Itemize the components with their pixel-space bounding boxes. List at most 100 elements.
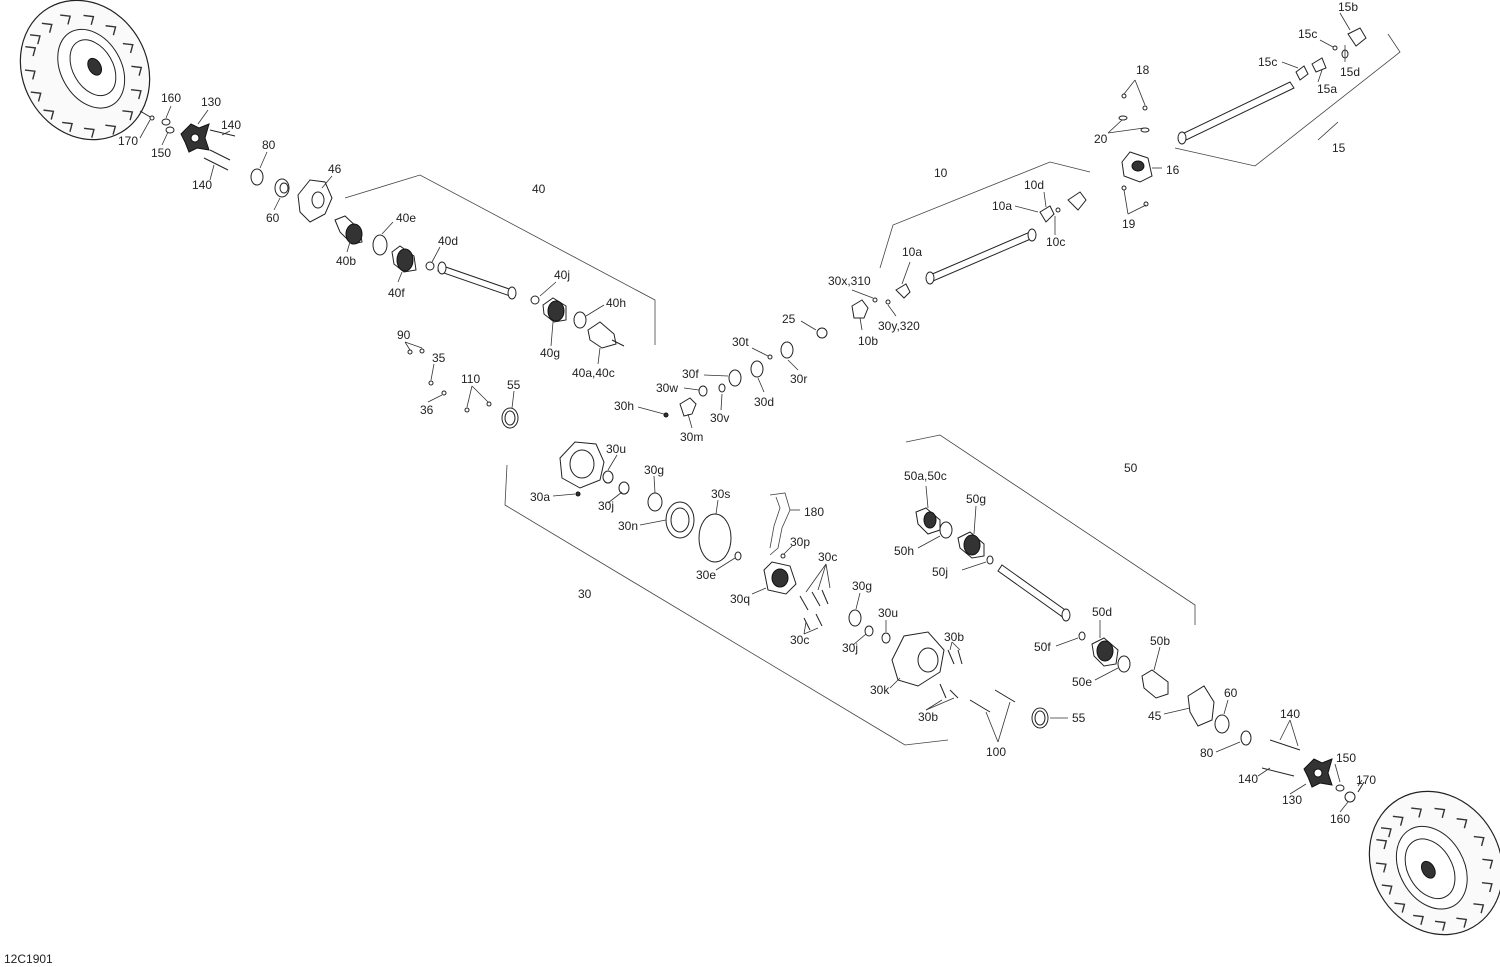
label-40a-40c: 40a,40c [572, 366, 615, 380]
label-46: 46 [328, 162, 342, 176]
group-brackets [344, 33, 1401, 746]
label-150: 150 [151, 146, 171, 160]
label-130-2: 130 [1282, 793, 1302, 807]
label-10b: 10b [858, 334, 878, 348]
label-40: 40 [532, 182, 546, 196]
label-30b-2: 30b [918, 710, 938, 724]
label-30: 30 [578, 587, 592, 601]
diagram-code: 12C1901 [4, 952, 53, 966]
label-40h: 40h [606, 296, 626, 310]
label-80: 80 [262, 138, 276, 152]
label-30x-310: 30x,310 [828, 274, 871, 288]
label-100: 100 [986, 745, 1006, 759]
label-50g: 50g [966, 492, 986, 506]
label-50e: 50e [1072, 675, 1092, 689]
label-30f: 30f [682, 367, 699, 381]
label-50h: 50h [894, 544, 914, 558]
label-40e: 40e [396, 211, 416, 225]
label-30d: 30d [754, 395, 774, 409]
label-140: 140 [221, 118, 241, 132]
label-30u: 30u [606, 442, 626, 456]
label-10c: 10c [1046, 235, 1065, 249]
label-30g: 30g [644, 463, 664, 477]
label-10: 10 [934, 166, 948, 180]
label-35: 35 [432, 351, 446, 365]
label-55: 55 [507, 378, 521, 392]
label-30q: 30q [730, 592, 750, 606]
label-50j: 50j [932, 565, 948, 579]
label-30b: 30b [944, 630, 964, 644]
label-50d: 50d [1092, 605, 1112, 619]
label-40b: 40b [336, 254, 356, 268]
label-30r: 30r [790, 372, 807, 386]
label-30h: 30h [614, 399, 634, 413]
label-15c: 15c [1298, 27, 1317, 41]
label-170: 170 [118, 134, 138, 148]
label-30n: 30n [618, 519, 638, 533]
label-160-2: 160 [1330, 812, 1350, 826]
label-40j: 40j [554, 268, 570, 282]
label-40g: 40g [540, 346, 560, 360]
label-15b: 15b [1338, 0, 1358, 14]
label-30j: 30j [598, 499, 614, 513]
label-18: 18 [1136, 63, 1150, 77]
label-30s: 30s [711, 487, 730, 501]
drive-shaft-50 [915, 507, 1365, 803]
label-30c: 30c [818, 550, 837, 564]
label-30j-2: 30j [842, 641, 858, 655]
label-10d: 10d [1024, 178, 1044, 192]
label-30a: 30a [530, 490, 550, 504]
label-30k: 30k [870, 683, 890, 697]
label-50b: 50b [1150, 634, 1170, 648]
label-30y-320: 30y,320 [878, 319, 920, 333]
label-10a-2: 10a [902, 245, 922, 259]
label-36: 36 [420, 403, 434, 417]
label-15: 15 [1332, 141, 1346, 155]
label-140-4: 140 [1238, 772, 1258, 786]
label-40d: 40f [388, 286, 405, 300]
label-30t: 30t [732, 335, 749, 349]
label-40f: 40d [438, 234, 458, 248]
label-30e: 30e [696, 568, 716, 582]
label-180: 180 [804, 505, 824, 519]
label-170-2: 170 [1356, 773, 1376, 787]
label-30g-2: 30g [852, 579, 872, 593]
label-10a: 10a [992, 199, 1012, 213]
callout-labels: 15b 15c 15d 15c 15a 18 20 15 16 19 10d 1… [4, 0, 1376, 966]
label-15a: 15a [1317, 82, 1337, 96]
label-110: 110 [461, 372, 480, 386]
label-140-2: 140 [192, 178, 212, 192]
label-30u-2: 30u [878, 606, 898, 620]
label-30m: 30m [680, 430, 703, 444]
label-90: 90 [397, 328, 411, 342]
label-15d: 15d [1340, 65, 1360, 79]
label-60: 60 [266, 211, 280, 225]
label-160: 160 [161, 91, 181, 105]
label-45: 45 [1148, 709, 1162, 723]
label-80-2: 80 [1200, 746, 1214, 760]
label-16: 16 [1166, 163, 1180, 177]
center-parts [663, 283, 911, 418]
wheel-lower-right [1354, 781, 1500, 954]
label-30p: 30p [790, 535, 810, 549]
upper-hub-parts [139, 110, 333, 223]
label-50a-50c: 50a,50c [904, 469, 947, 483]
leader-lines [139, 12, 1363, 813]
label-15c-2: 15c [1258, 55, 1277, 69]
small-hardware-left [407, 348, 519, 429]
label-30w: 30w [656, 381, 678, 395]
label-19: 19 [1122, 217, 1136, 231]
label-150-2: 150 [1336, 751, 1356, 765]
wheel-upper-left [3, 0, 168, 161]
drive-shaft-40 [334, 215, 625, 349]
differential-30 [559, 441, 1049, 729]
label-55-2: 55 [1072, 711, 1086, 725]
label-50f: 50f [1034, 640, 1051, 654]
label-20: 20 [1094, 132, 1108, 146]
prop-shaft-15 [1118, 27, 1367, 207]
label-140-3: 140 [1280, 707, 1300, 721]
label-30v: 30v [710, 411, 729, 425]
label-60-2: 60 [1224, 686, 1238, 700]
prop-shaft-10 [925, 191, 1087, 285]
label-130: 130 [201, 95, 221, 109]
